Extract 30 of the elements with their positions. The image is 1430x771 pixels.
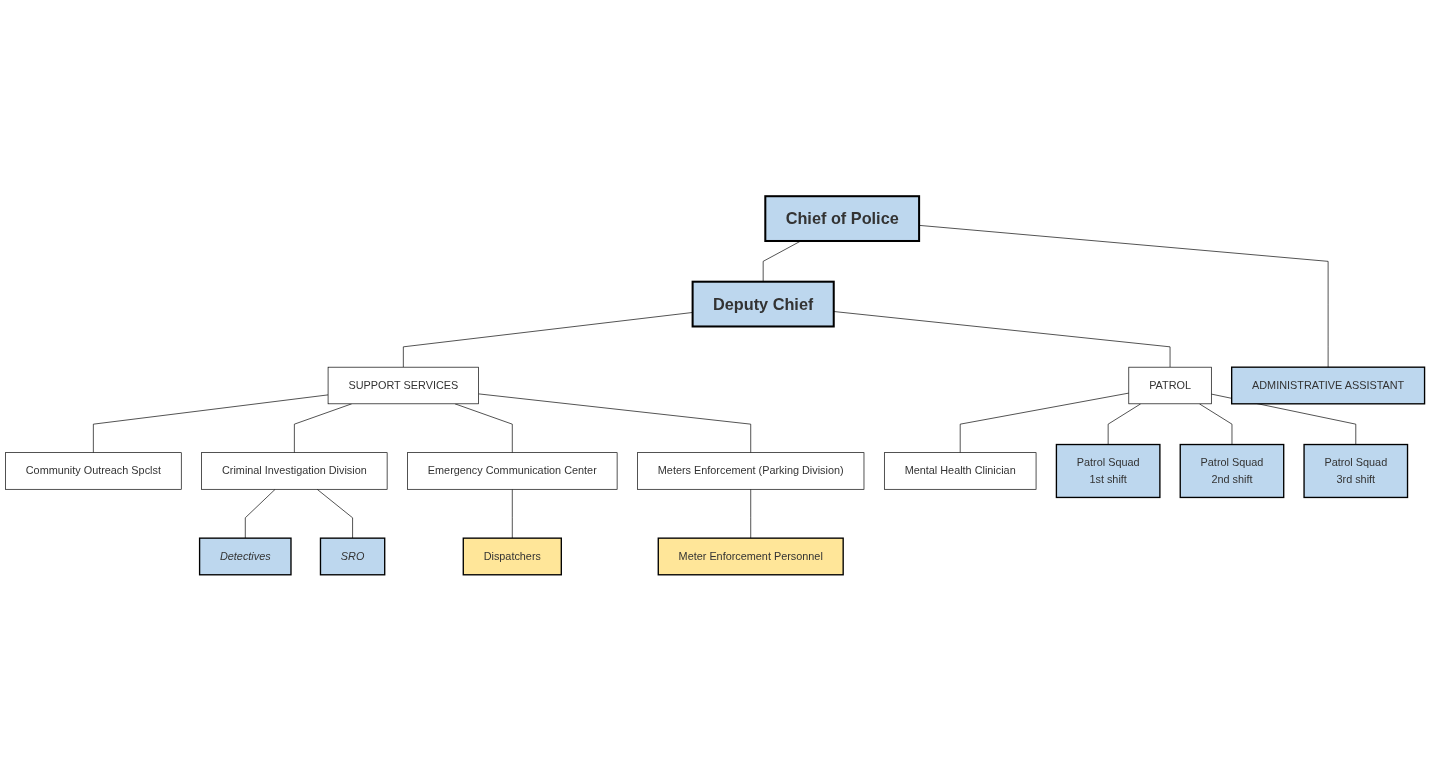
node-box: Chief of Police <box>764 195 921 242</box>
node-box: Criminal Investigation Division <box>201 452 388 490</box>
connector <box>244 488 276 539</box>
connector <box>294 403 353 453</box>
node-box: Patrol Squad 2nd shift <box>1179 443 1285 499</box>
connector <box>511 488 513 539</box>
node-box: Meter Enforcement Personnel <box>657 537 844 576</box>
node-box: Community Outreach Spclst <box>5 452 182 490</box>
node-box: SRO <box>319 537 386 576</box>
node-box: Patrol Squad 3rd shift <box>1303 443 1409 499</box>
connector <box>1107 403 1142 445</box>
node-box: Detectives <box>198 537 292 576</box>
node-box: Emergency Communication Center <box>407 452 618 490</box>
connector <box>750 488 752 539</box>
connector <box>454 403 513 453</box>
node-box: Dispatchers <box>462 537 562 576</box>
connector <box>316 488 353 539</box>
connector <box>93 394 329 453</box>
node-box: Patrol Squad 1st shift <box>1055 443 1161 499</box>
connector <box>959 392 1130 453</box>
node-box: PATROL <box>1128 366 1212 405</box>
node-box: Mental Health Clinician <box>884 452 1037 490</box>
node-box: SUPPORT SERVICES <box>327 366 479 405</box>
node-box: Meters Enforcement (Parking Division) <box>637 452 865 490</box>
connector <box>833 311 1171 368</box>
node-box: ADMINISTRATIVE ASSISTANT <box>1231 366 1426 405</box>
connector <box>403 312 693 368</box>
connector <box>478 393 752 453</box>
node-box: Deputy Chief <box>691 280 835 328</box>
connector <box>1199 403 1233 445</box>
